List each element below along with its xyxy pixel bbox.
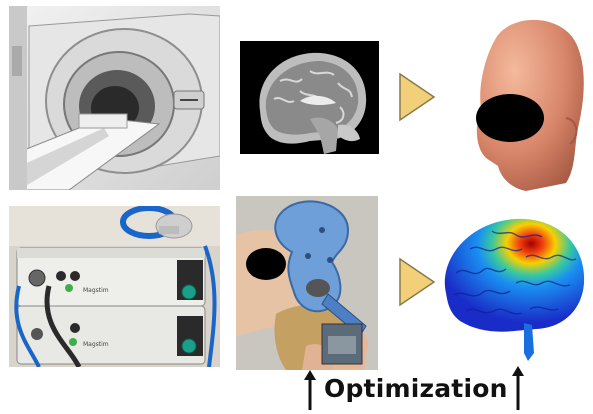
face-mask	[476, 94, 544, 142]
brand-label-bottom: Magstim	[83, 341, 109, 348]
face-mask	[246, 248, 286, 280]
arrow-up-icon	[303, 370, 317, 414]
3d-head-model	[466, 8, 587, 193]
optimization-label: Optimization	[324, 374, 508, 403]
arrow-right-icon	[398, 257, 436, 311]
brand-label-top: Magstim	[83, 287, 109, 294]
magnetic-stimulator-device: Magstim Magstim	[9, 206, 220, 367]
mri-scanner-photo	[9, 6, 220, 190]
tms-coil-on-head-photo	[236, 196, 378, 370]
brain-electric-field-map	[436, 213, 587, 363]
arrow-right-icon	[398, 72, 436, 126]
sagittal-mri-slice	[240, 41, 379, 154]
arrow-up-icon	[511, 366, 525, 414]
